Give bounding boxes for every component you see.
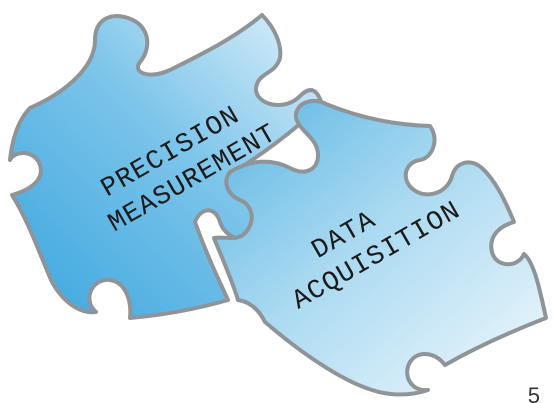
page-number: 5 (527, 383, 540, 403)
puzzle-piece-right (212, 98, 548, 397)
